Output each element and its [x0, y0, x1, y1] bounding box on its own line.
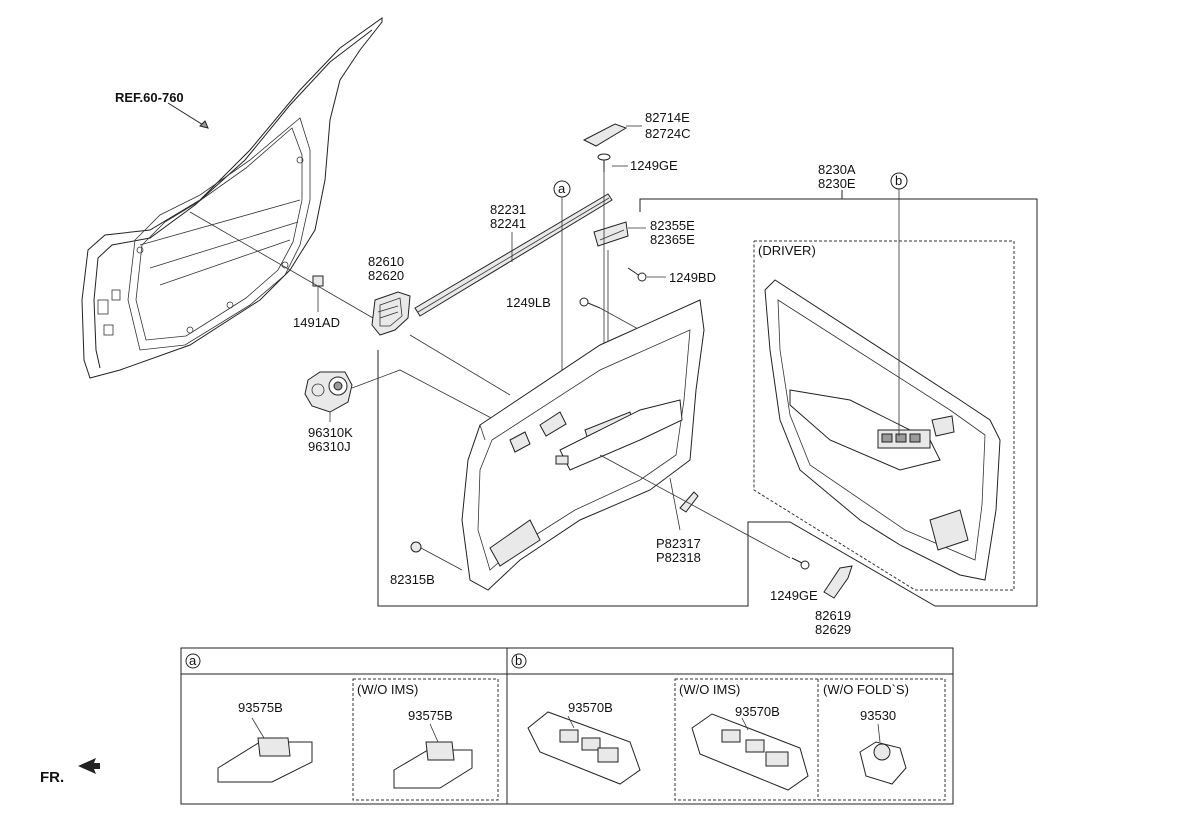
driver-panel-box [753, 240, 1015, 591]
part-1249LB-screw-drawing [579, 297, 601, 309]
label-82724C: 82724C [645, 126, 691, 141]
label-8230E: 8230E [818, 176, 856, 191]
table-a-marker [185, 653, 201, 669]
label-1249BD: 1249BD [669, 270, 716, 285]
switch-93570B-drawing [527, 711, 641, 785]
part-82315B-clip-drawing [410, 541, 463, 571]
label-P82317: P82317 [656, 536, 701, 551]
label-1249GE-top: 1249GE [630, 158, 678, 173]
switch-93570B-wo-ims-drawing [691, 713, 809, 791]
leader-line [599, 454, 791, 559]
label-wo-ims-b: (W/O IMS) [679, 682, 740, 697]
label-8230A: 8230A [818, 162, 856, 177]
switch-93575B-wo-ims-drawing [393, 723, 473, 789]
part-P82317-drawing [669, 477, 699, 531]
label-93575B-b: 93575B [408, 708, 453, 723]
label-96310K: 96310K [308, 425, 353, 440]
leader-line [351, 369, 496, 421]
label-93570B-a: 93570B [568, 700, 613, 715]
table-a-marker-label: a [189, 653, 197, 668]
door-trim-panel-drawing [461, 299, 705, 591]
label-82714E: 82714E [645, 110, 690, 125]
part-96310K-speaker-drawing [304, 371, 353, 422]
fr-label: FR. [40, 769, 64, 786]
part-82714E-drawing [582, 123, 628, 147]
switch-93575B-drawing [217, 717, 313, 783]
switch-table [180, 647, 954, 805]
label-82619: 82619 [815, 608, 851, 623]
leader-line [189, 211, 386, 326]
label-wo-folds: (W/O FOLD`S) [823, 682, 909, 697]
label-82620: 82620 [368, 268, 404, 283]
label-1491AD: 1491AD [293, 315, 340, 330]
switch-93530-drawing [859, 723, 907, 785]
part-1249GE-bottom-screw-drawing [791, 557, 810, 570]
driver-label: (DRIVER) [758, 243, 816, 258]
label-82241: 82241 [490, 216, 526, 231]
driver-trim-panel-drawing [764, 279, 1001, 581]
label-82231: 82231 [490, 202, 526, 217]
label-82629: 82629 [815, 622, 851, 637]
part-1249BD-screw-drawing [627, 267, 647, 282]
callout-a-label: a [558, 181, 566, 196]
label-1249GE-bottom: 1249GE [770, 588, 818, 603]
label-P82318: P82318 [656, 550, 701, 565]
part-82610-handle-drawing [371, 291, 411, 336]
part-1249GE-top-screw-drawing [597, 153, 611, 172]
part-82355E-drawing [593, 221, 629, 247]
leader-line [599, 307, 641, 331]
label-82355E: 82355E [650, 218, 695, 233]
label-82315B: 82315B [390, 572, 435, 587]
ref-label: REF.60-760 [115, 90, 184, 105]
label-93530: 93530 [860, 708, 896, 723]
part-82619-drawing [823, 565, 853, 599]
label-82365E: 82365E [650, 232, 695, 247]
callout-b-label: b [895, 173, 902, 188]
panel-group-outline [639, 198, 1037, 212]
label-96310J: 96310J [308, 439, 351, 454]
label-93570B-b: 93570B [735, 704, 780, 719]
front-arrow-icon [78, 758, 100, 774]
leader-line [409, 334, 511, 396]
label-93575B-a: 93575B [238, 700, 283, 715]
part-82231-weatherstrip-drawing [414, 193, 613, 317]
table-b-marker-label: b [515, 653, 522, 668]
part-1491AD-drawing [312, 275, 324, 312]
label-wo-ims-a: (W/O IMS) [357, 682, 418, 697]
label-1249LB: 1249LB [506, 295, 551, 310]
table-b-marker [511, 653, 527, 669]
label-82610: 82610 [368, 254, 404, 269]
